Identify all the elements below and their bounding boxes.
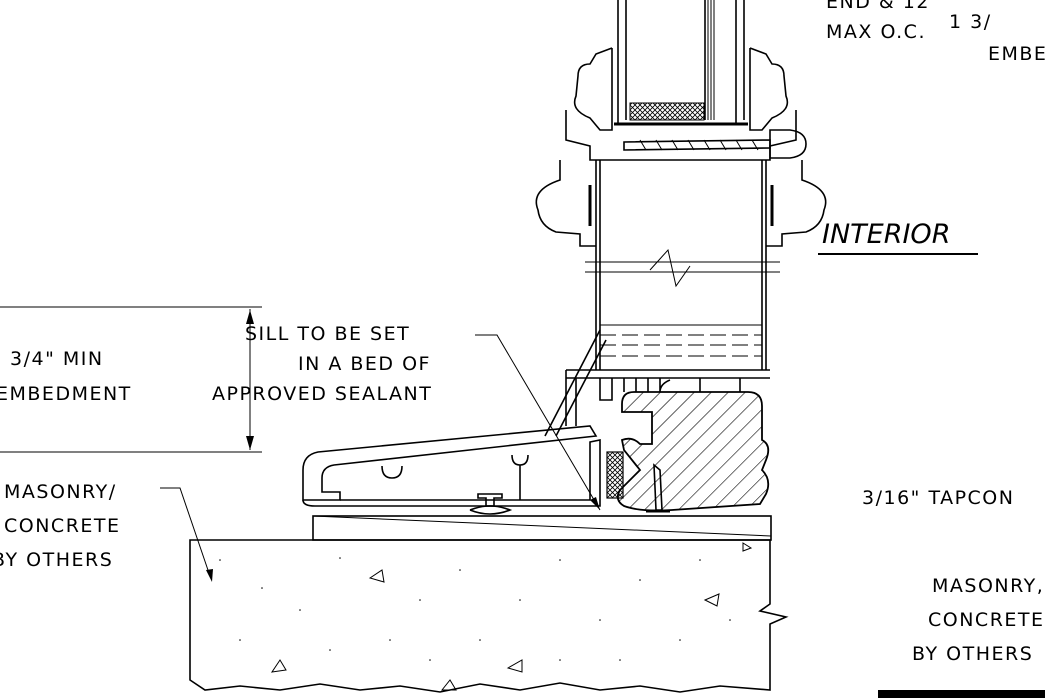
label-bed-of: IN A BED OF (298, 353, 431, 375)
label-interior: INTERIOR (822, 219, 950, 250)
label-embedment: EMBEDMENT (0, 383, 132, 405)
label-by-others-left: BY OTHERS (0, 549, 113, 571)
concrete-aggregate-marks (219, 542, 753, 691)
label-masonry-left: MASONRY/ (4, 481, 117, 503)
glazing-unit (614, 0, 748, 126)
label-max-oc: MAX O.C. (826, 21, 926, 43)
title-bar-fragment (878, 690, 1045, 698)
sill-extrusion (302, 329, 607, 515)
label-min-embedment: 3/4" MIN (10, 348, 104, 370)
label-sill-set: SILL TO BE SET (245, 323, 410, 345)
frame-vertical-members (565, 160, 780, 426)
receptor-block (606, 391, 770, 513)
label-tapcon: 3/16" TAPCON (862, 487, 1014, 509)
embedment-dimension (0, 306, 262, 453)
leader-lines (160, 334, 601, 582)
label-concrete-right: CONCRETE (928, 609, 1045, 631)
sealant-bed (312, 515, 772, 541)
label-concrete-left: CONCRETE (4, 515, 121, 537)
concrete-slab (189, 539, 789, 693)
label-embedment-fraction: 1 3/ (949, 11, 992, 33)
label-masonry-right: MASONRY, (932, 575, 1044, 597)
label-approved-sealant: APPROVED SEALANT (212, 383, 432, 405)
label-by-others-right: BY OTHERS (912, 643, 1033, 665)
label-anchor-spacing: END & 12" (826, 0, 940, 13)
label-embedment-partial: EMBE (988, 43, 1045, 65)
glazing-frame-profile (535, 47, 827, 247)
